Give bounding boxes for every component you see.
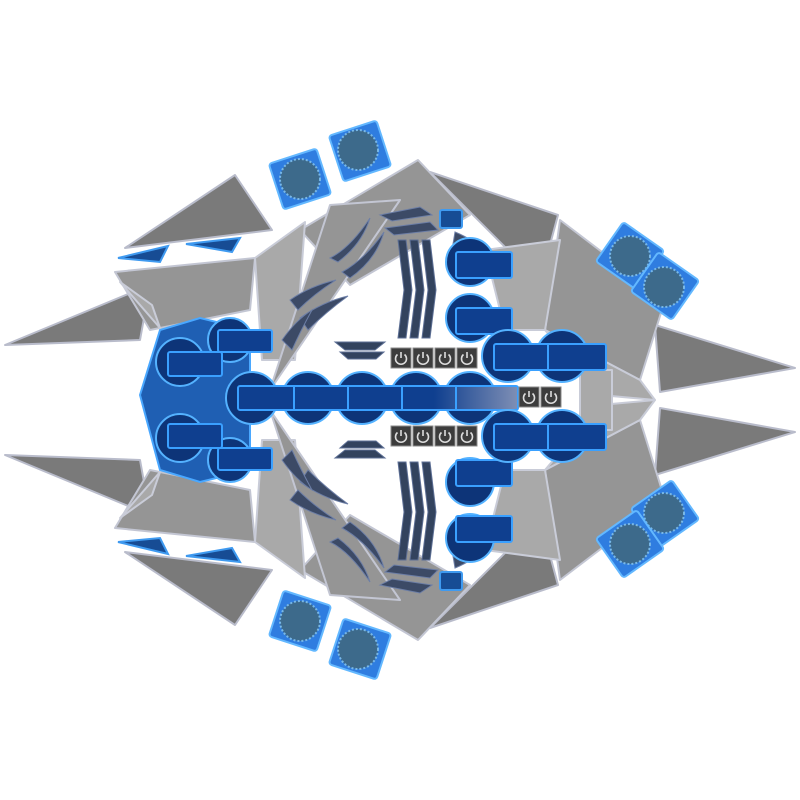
thruster-group-top-right — [595, 222, 700, 320]
chevron-stack-top — [333, 239, 437, 360]
power-switch-icon[interactable] — [434, 347, 456, 369]
control-switch-row-top — [390, 347, 478, 369]
control-switch-row-nose — [518, 386, 562, 408]
weapon-arm-top — [445, 237, 607, 383]
power-switch-icon[interactable] — [540, 386, 562, 408]
weapon-arm-bottom — [445, 409, 607, 563]
power-switch-icon[interactable] — [412, 347, 434, 369]
power-switch-icon[interactable] — [412, 425, 434, 447]
chevron-stack-bottom — [333, 440, 437, 561]
thruster-group-top-left — [268, 120, 392, 210]
hull-left-wing — [4, 174, 273, 626]
thruster-group-bottom-right — [595, 480, 700, 578]
power-switch-icon[interactable] — [456, 347, 478, 369]
rear-engine-block — [138, 316, 273, 484]
central-spine — [225, 371, 519, 425]
power-switch-icon[interactable] — [390, 347, 412, 369]
armor-scales-top — [281, 206, 494, 351]
thruster-group-bottom-left — [268, 590, 392, 680]
power-switch-icon[interactable] — [390, 425, 412, 447]
power-switch-icon[interactable] — [456, 425, 478, 447]
control-switch-row-bottom — [390, 425, 478, 447]
power-switch-icon[interactable] — [434, 425, 456, 447]
power-switch-icon[interactable] — [518, 386, 540, 408]
